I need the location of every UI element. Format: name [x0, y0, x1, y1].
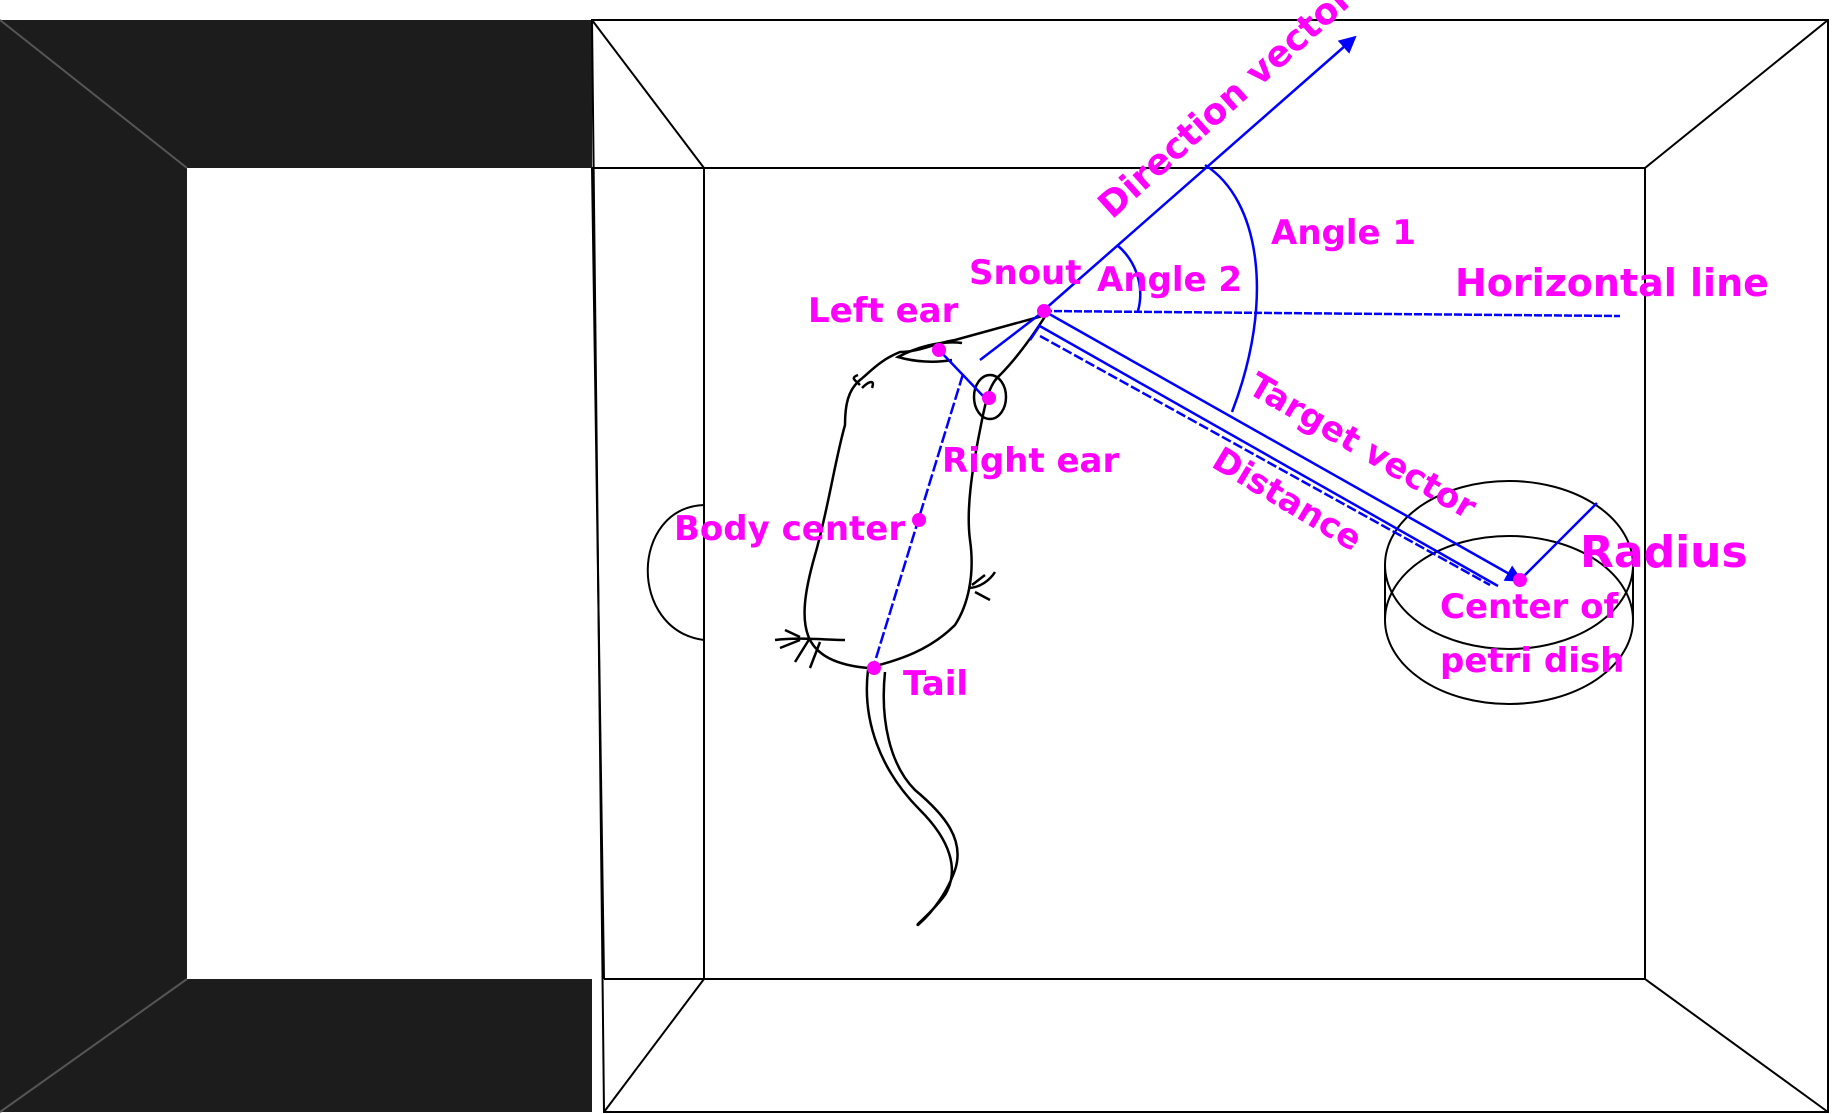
distance-line: [1039, 334, 1491, 587]
light-chamber-corner-line: [603, 978, 705, 1113]
mouse: [774, 312, 1049, 927]
left-ear-label: Left ear: [808, 291, 959, 331]
hind-paw-left: [774, 628, 846, 669]
snout-point: [1037, 304, 1051, 318]
dark-chamber-corner-line: [0, 978, 188, 1113]
snout-to-left-ear-line: [979, 310, 1045, 361]
right-ear-shape: [972, 373, 1008, 421]
tail-point: [867, 661, 881, 675]
tail-label: Tail: [903, 664, 968, 704]
front-paw-left: [852, 373, 875, 389]
angle-2-label: Angle 2: [1097, 260, 1242, 300]
angle-2-arc: [1116, 244, 1142, 312]
connecting-doorway: [646, 504, 705, 641]
angle-1-arc: [1204, 163, 1259, 413]
angle-1-label: Angle 1: [1271, 213, 1416, 253]
body-center-label: Body center: [674, 509, 905, 549]
petri-center-point: [1513, 573, 1527, 587]
dark-chamber-floor: [187, 168, 600, 979]
right-ear-label: Right ear: [942, 441, 1119, 481]
petri-center-label-line2: petri dish: [1440, 641, 1624, 681]
petri-dish: [1384, 480, 1634, 705]
horizontal-line: [1043, 309, 1621, 318]
light-chamber: [590, 19, 1829, 1113]
petri-center-label-line1: Center of: [1440, 587, 1619, 627]
hind-paw-right: [967, 571, 997, 602]
keypoints: [867, 304, 1527, 675]
tail-outline: [865, 669, 959, 927]
light-chamber-corner-line: [1644, 978, 1829, 1113]
radius-label: Radius: [1580, 527, 1748, 578]
light-chamber-floor: [703, 167, 1646, 980]
dark-chamber: [0, 19, 600, 1113]
left-ear-point: [932, 343, 946, 357]
target-vector-arrow: [1043, 309, 1524, 582]
right-ear-point: [982, 391, 996, 405]
body-center-point: [912, 513, 926, 527]
light-chamber-corner-line: [591, 19, 705, 169]
dark-chamber-corner-line: [0, 19, 188, 169]
radius-line: [1519, 502, 1598, 581]
chamber-divider-wall: [591, 167, 605, 980]
horizontal-line-label: Horizontal line: [1455, 261, 1769, 305]
left-ear-shape: [894, 341, 963, 363]
snout-label: Snout: [969, 253, 1082, 293]
snout-tick: [1028, 324, 1042, 341]
mouse-body-outline: [803, 312, 1049, 670]
light-chamber-corner-line: [1644, 19, 1829, 169]
target-vector-outline: [1037, 323, 1499, 588]
direction-vector-arrow: [1043, 35, 1357, 311]
